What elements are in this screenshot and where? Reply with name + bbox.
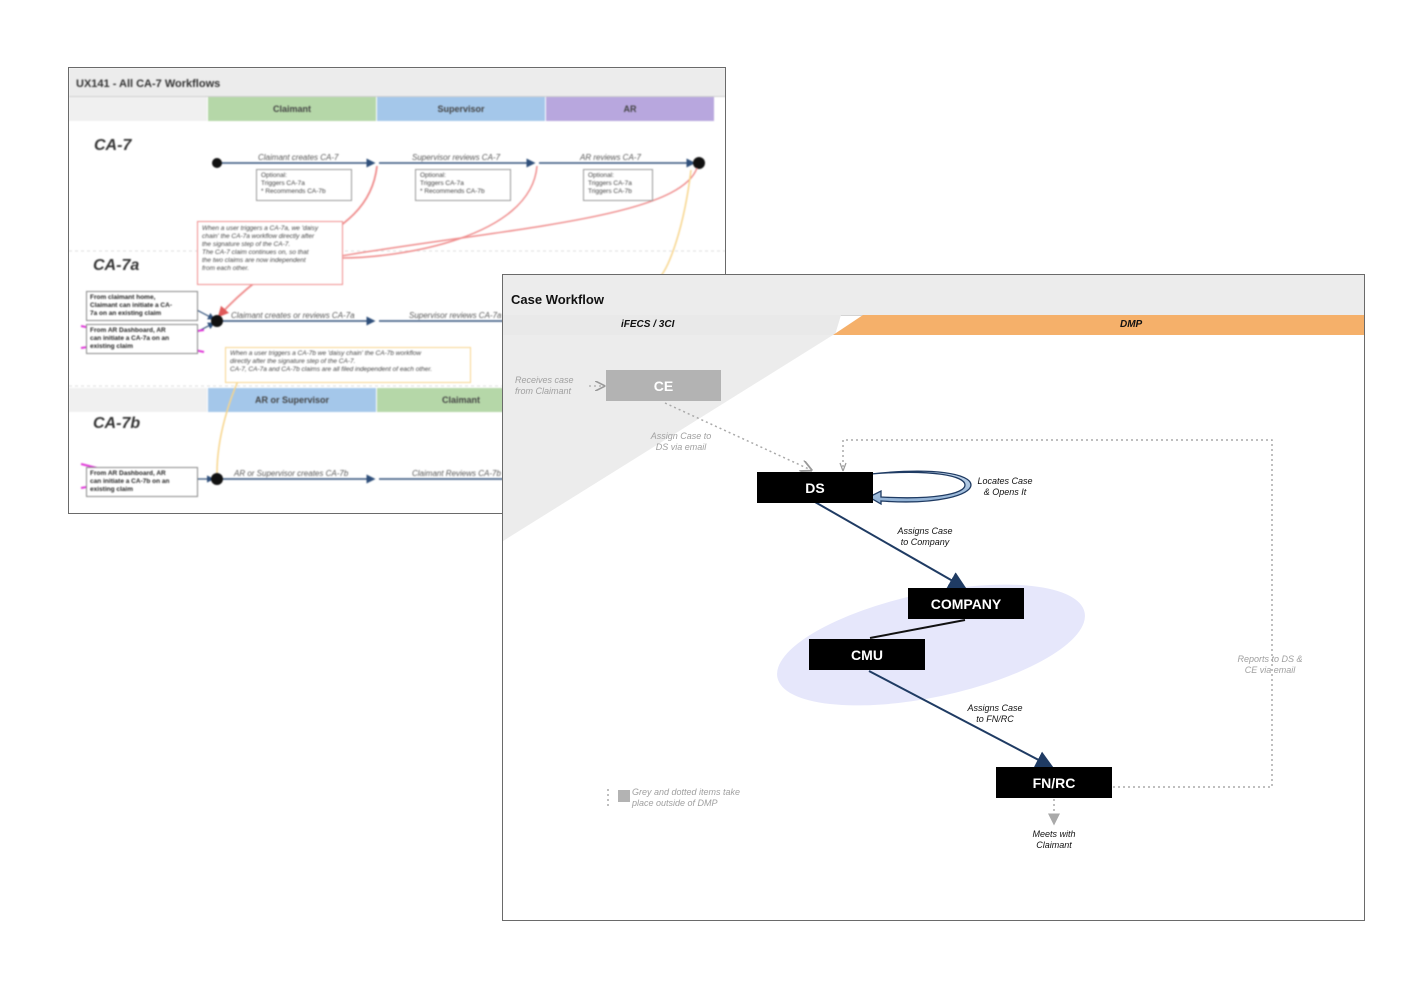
- back-titlebar: [69, 68, 725, 97]
- ca7-note-2: Optional: Triggers CA-7a * Recommends CA…: [415, 169, 511, 201]
- lane-gray-top: [69, 97, 207, 121]
- back-title: UX141 - All CA-7 Workflows: [76, 78, 221, 90]
- label-locates-case: Locates Case & Opens It: [977, 476, 1033, 497]
- note-daisy-chain-ca7a: When a user triggers a CA-7a, we 'daisy …: [197, 221, 343, 285]
- ca7b-side-ar: From AR Dashboard, AR can initiate a CA-…: [86, 467, 198, 497]
- legend-text: Grey and dotted items take place outside…: [632, 787, 741, 808]
- case-workflow-diagram: [503, 315, 1364, 826]
- ca7-step-claimant: Claimant creates CA-7: [258, 153, 339, 162]
- ca7-end-node: [693, 157, 705, 169]
- case-workflow-panel: Case Workflow: [502, 274, 1365, 921]
- node-company[interactable]: COMPANY: [908, 588, 1024, 619]
- label-assign-to-ds: Assign Case to DS via email: [650, 431, 712, 452]
- ce-to-ds-dotted: [664, 402, 811, 470]
- section-ca7a: CA-7a: [93, 257, 140, 274]
- dmp-lane-header: [833, 315, 1364, 335]
- lane-claimant: Claimant: [208, 97, 376, 121]
- lane-supervisor: Supervisor: [377, 97, 545, 121]
- report-loop-dotted: [842, 439, 1273, 788]
- legend-grey-swatch: [618, 790, 630, 802]
- label-reports: Reports to DS & CE via email: [1237, 654, 1303, 675]
- ca7-step-ar: AR reviews CA-7: [580, 153, 641, 162]
- ds-to-company-arrow: [814, 501, 967, 589]
- ca7-note-3: Optional: Triggers CA-7a Triggers CA-7b: [583, 169, 653, 201]
- section-ca7: CA-7: [94, 137, 132, 154]
- ca7-start-node: [212, 158, 222, 168]
- lane-dmp: DMP: [1120, 319, 1143, 330]
- label-meets-claimant: Meets with Claimant: [1032, 829, 1076, 850]
- label-assigns-company: Assigns Case to Company: [897, 526, 953, 547]
- ds-self-loop: [867, 470, 972, 506]
- label-assigns-fnrc: Assigns Case to FN/RC: [967, 703, 1023, 724]
- node-ce[interactable]: CE: [606, 370, 721, 401]
- ca7a-side-claimant: From claimant home, Claimant can initiat…: [86, 291, 198, 321]
- front-titlebar: [503, 275, 1364, 316]
- ca7a-start-node: [211, 315, 223, 327]
- ca7-note-1: Optional: Triggers CA-7a * Recommends CA…: [256, 169, 352, 201]
- ifecs-diagonal-region: [503, 335, 833, 541]
- company-to-cmu-line: [869, 619, 966, 639]
- node-fnrc[interactable]: FN/RC: [996, 767, 1112, 798]
- ca7a-step-claimant: Claimant creates or reviews CA-7a: [231, 311, 355, 320]
- ca7a-side-ar: From AR Dashboard, AR can initiate a CA-…: [86, 324, 198, 354]
- lane-ar: AR: [546, 97, 714, 121]
- section-ca7b: CA-7b: [93, 415, 141, 432]
- node-cmu[interactable]: CMU: [809, 639, 925, 670]
- lane-ar-or-supervisor: AR or Supervisor: [208, 388, 376, 412]
- ca7b-start-node: [211, 473, 223, 485]
- front-title: Case Workflow: [511, 292, 604, 307]
- ca7a-step-supervisor: Supervisor reviews CA-7a: [409, 311, 502, 320]
- note-daisy-chain-ca7b: When a user triggers a CA-7b we 'daisy c…: [225, 347, 471, 383]
- node-ds[interactable]: DS: [757, 472, 873, 503]
- cmu-to-fnrc-arrow: [868, 670, 1054, 768]
- ca7-step-supervisor: Supervisor reviews CA-7: [412, 153, 501, 162]
- ca7b-step-ar-or-supervisor: AR or Supervisor creates CA-7b: [234, 469, 349, 478]
- ca7b-step-claimant: Claimant Reviews CA-7b: [412, 469, 501, 478]
- lane-gray-bottom: [69, 388, 207, 412]
- ifecs-lane-header: [503, 315, 841, 335]
- lane-ifecs-3ci: iFECS / 3CI: [621, 319, 675, 330]
- label-receives-case: Receives case from Claimant: [515, 375, 574, 396]
- ca7-workflows-content: UX141 - All CA-7 Workflows Claimant Supe…: [69, 68, 725, 513]
